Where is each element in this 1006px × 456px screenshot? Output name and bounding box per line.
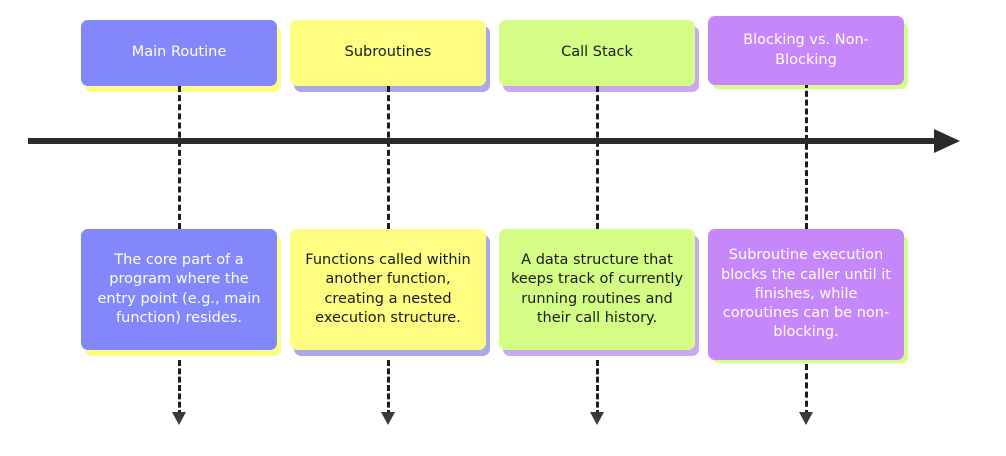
top-node-title: Subroutines	[344, 44, 432, 61]
connector-upper-subroutines	[387, 86, 390, 229]
bottom-node-description: A data structure that keeps track of cur…	[510, 251, 684, 326]
timeline-axis-line	[28, 138, 940, 144]
connector-lower-call-stack	[596, 360, 599, 416]
top-node-main-routine[interactable]: Main Routine	[81, 20, 277, 86]
bottom-node-description: Subroutine execution blocks the caller u…	[721, 247, 891, 341]
bottom-node-main-routine[interactable]: The core part of a program where the ent…	[81, 229, 277, 350]
top-node-title: Call Stack	[561, 44, 633, 61]
connector-lower-subroutines	[387, 360, 390, 416]
connector-lower-main-routine	[178, 360, 181, 416]
arrow-down-icon-subroutines	[381, 412, 395, 425]
connector-upper-call-stack	[596, 86, 599, 229]
top-node-title: Main Routine	[131, 44, 227, 61]
top-node-subroutines[interactable]: Subroutines	[290, 20, 486, 86]
bottom-node-call-stack[interactable]: A data structure that keeps track of cur…	[499, 229, 695, 350]
bottom-node-blocking-vs-non-blocking[interactable]: Subroutine execution blocks the caller u…	[708, 229, 904, 360]
connector-lower-blocking	[805, 364, 808, 416]
top-node-title: Blocking vs. Non-Blocking	[743, 32, 869, 68]
top-node-blocking-vs-non-blocking[interactable]: Blocking vs. Non-Blocking	[708, 16, 904, 85]
bottom-node-description: Functions called within another function…	[305, 251, 471, 326]
top-node-call-stack[interactable]: Call Stack	[499, 20, 695, 86]
connector-upper-main-routine	[178, 86, 181, 229]
arrow-down-icon-blocking	[799, 412, 813, 425]
bottom-node-subroutines[interactable]: Functions called within another function…	[290, 229, 486, 350]
bottom-node-description: The core part of a program where the ent…	[97, 251, 261, 326]
arrow-down-icon-main-routine	[172, 412, 186, 425]
connector-upper-blocking	[805, 82, 808, 229]
arrow-down-icon-call-stack	[590, 412, 604, 425]
timeline-arrow-right-icon	[934, 129, 960, 153]
